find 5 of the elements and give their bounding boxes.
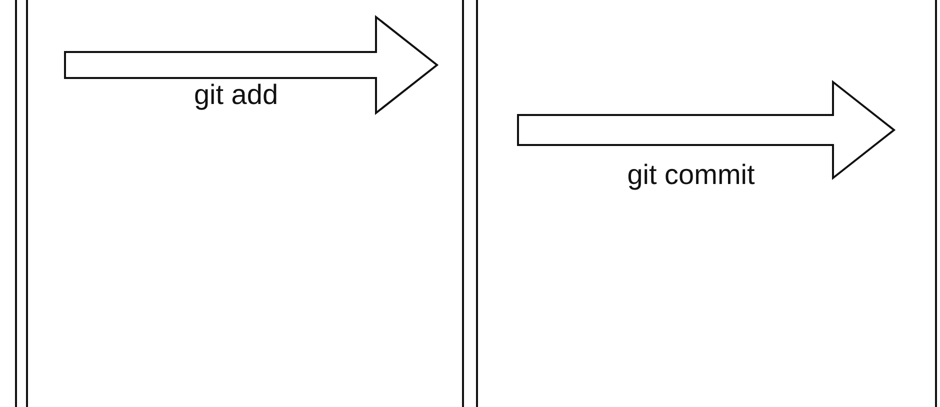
divider-bar [933, 0, 939, 407]
block-arrow [64, 14, 439, 116]
divider-bar [14, 0, 30, 407]
divider-bar [461, 0, 479, 407]
block-arrow [517, 80, 896, 180]
